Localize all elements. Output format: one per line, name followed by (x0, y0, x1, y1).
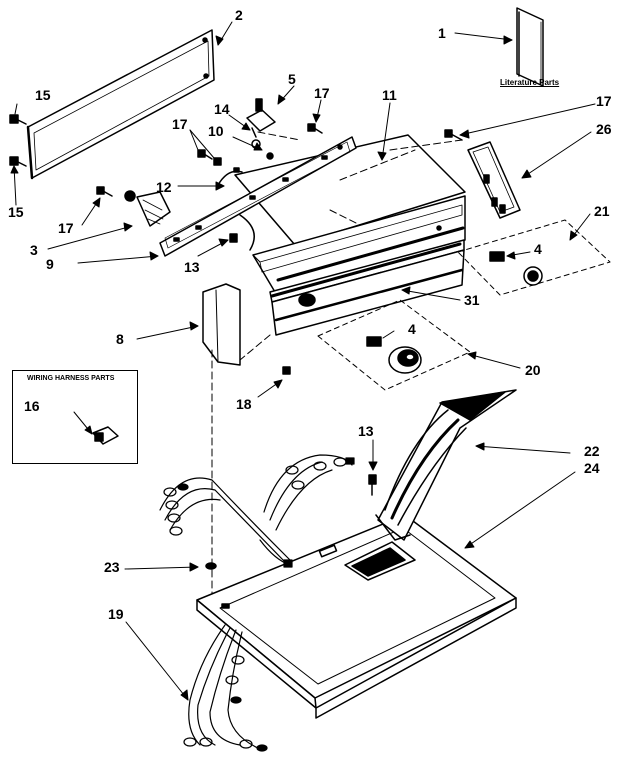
callout-15-bottom: 15 (8, 204, 24, 220)
screw-17-d (444, 129, 463, 141)
end-cap-left (202, 283, 241, 366)
callout-22: 22 (584, 443, 600, 459)
lint-chute (375, 389, 517, 541)
screw-18 (282, 366, 291, 375)
callout-2: 2 (235, 7, 243, 23)
callout-1: 1 (438, 25, 446, 41)
callout-15-top: 15 (35, 87, 51, 103)
screw-17-c (96, 186, 113, 197)
timer-assembly (124, 190, 171, 227)
callout-17-a: 17 (314, 85, 330, 101)
callout-14: 14 (214, 101, 230, 117)
callout-4-lower: 4 (408, 321, 416, 337)
callout-16: 16 (24, 398, 40, 414)
callout-11: 11 (382, 87, 397, 103)
callout-17-c: 17 (58, 220, 74, 236)
wiring-harness-parts-title: WIRING HARNESS PARTS (27, 375, 115, 382)
screw-17-b (197, 149, 222, 166)
wiring-harness-parts-box: WIRING HARNESS PARTS (12, 370, 138, 464)
callout-19: 19 (108, 606, 124, 622)
knob-21-group (457, 219, 611, 296)
callout-8: 8 (116, 331, 124, 347)
screw-15-top (9, 114, 27, 125)
control-console (234, 134, 466, 336)
leader-lines (10, 21, 596, 701)
callout-13-upper: 13 (184, 259, 200, 275)
callout-21: 21 (594, 203, 610, 219)
control-panel-bracket (159, 136, 357, 257)
knob-20-group (317, 299, 471, 391)
callout-4-upper: 4 (534, 241, 542, 257)
callout-10: 10 (208, 123, 224, 139)
push-to-start-switch (246, 98, 276, 138)
callout-17-b: 17 (172, 116, 188, 132)
top-panel (196, 514, 517, 719)
callout-13-lower: 13 (358, 423, 374, 439)
literature-parts-label: Literature Parts (500, 78, 560, 87)
screw-13-upper (229, 233, 238, 243)
literature-booklet (516, 7, 544, 87)
callout-26: 26 (596, 121, 612, 137)
callout-18: 18 (236, 396, 252, 412)
callout-20: 20 (525, 362, 541, 378)
callout-24: 24 (584, 460, 600, 476)
screw-17-a (307, 123, 323, 134)
screw-13-lower (368, 474, 377, 496)
alignment-lines (211, 131, 463, 601)
wiring-harness-upper (159, 454, 355, 568)
washer-23 (205, 562, 217, 570)
callout-12: 12 (156, 179, 172, 195)
callout-23: 23 (104, 559, 120, 575)
callout-3: 3 (30, 242, 38, 258)
connector-16 (92, 426, 119, 445)
wiring-harness-19 (183, 624, 268, 752)
callout-5: 5 (288, 71, 296, 87)
screw-15-bottom (9, 156, 27, 167)
end-cap-right (467, 141, 521, 219)
callout-31: 31 (464, 292, 480, 308)
rear-cover-panel (26, 29, 215, 180)
callout-17-d: 17 (596, 93, 612, 109)
callout-9: 9 (46, 256, 54, 272)
